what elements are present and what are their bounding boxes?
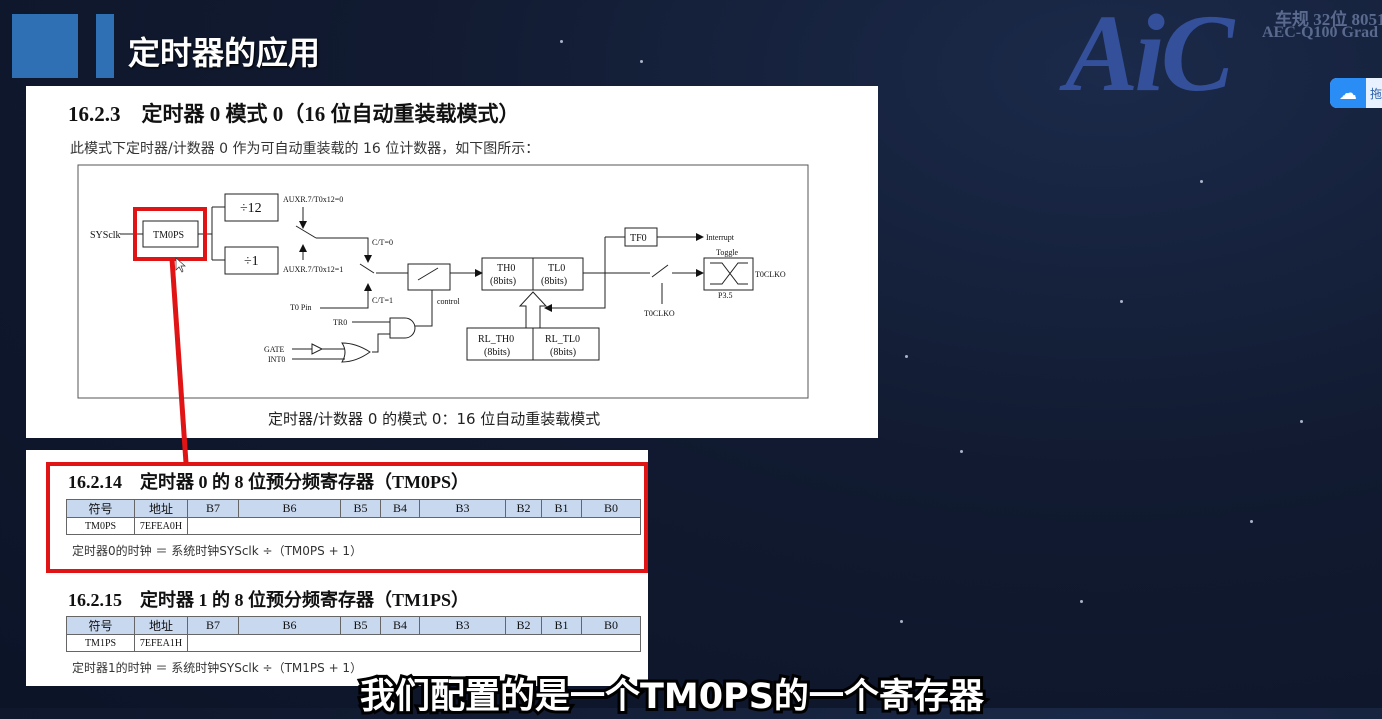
tm1ps-heading: 16.2.15 定时器 1 的 8 位预分频寄存器（TM1PS） [68, 590, 469, 610]
t0clko-switch [651, 264, 669, 278]
label-rl-th0: RL_TH0 [478, 334, 514, 345]
label-t0pin: T0 Pin [290, 303, 312, 312]
prescale-switch [295, 225, 317, 239]
label-bits: (8bits) [550, 347, 576, 358]
video-subtitle: 我们配置的是一个TM0PS的一个寄存器 [357, 674, 987, 719]
label-auxr0: AUXR.7/T0x12=0 [283, 195, 343, 204]
col-address: 地址 [134, 499, 188, 518]
tm0ps-heading: 16.2.14 定时器 0 的 8 位预分频寄存器（TM0PS） [68, 472, 469, 492]
col-b6: B6 [238, 616, 341, 635]
mouse-cursor-icon [175, 257, 186, 273]
doc-page-mode0: 16.2.3 定时器 0 模式 0（16 位自动重装载模式） 此模式下定时器/计… [26, 86, 878, 438]
col-b5: B5 [340, 616, 381, 635]
label-ct0: C/T=0 [372, 238, 393, 247]
col-b4: B4 [380, 499, 420, 518]
slide-logo-bar [96, 14, 114, 78]
tm0ps-section-highlight-box [46, 462, 648, 573]
slide-logo-block [12, 14, 78, 78]
div1-block [224, 246, 279, 275]
label-tr0: TR0 [333, 318, 347, 327]
col-symbol: 符号 [66, 499, 135, 518]
tm0ps-highlight-box [133, 207, 207, 261]
label-tm0ps: TM0PS [153, 230, 184, 241]
label-gate: GATE [264, 345, 285, 354]
toggle-block [703, 257, 754, 291]
label-toggle: Toggle [716, 248, 739, 257]
tm1ps-formula: 定时器1的时钟 ＝ 系统时钟SYSclk ÷（TM1PS + 1） [72, 661, 363, 675]
brand-line-2: AEC-Q100 Grad [1262, 24, 1378, 41]
col-symbol: 符号 [66, 616, 135, 635]
label-div12: ÷12 [240, 201, 262, 216]
label-auxr1: AUXR.7/T0x12=1 [283, 265, 343, 274]
baidu-netdisk-button[interactable]: ☁ 拖 [1330, 78, 1382, 108]
control-switch [407, 263, 451, 291]
section-heading: 16.2.3 定时器 0 模式 0（16 位自动重装载模式） [68, 102, 520, 126]
label-ct1: C/T=1 [372, 296, 393, 305]
section-description: 此模式下定时器/计数器 0 作为可自动重装载的 16 位计数器，如下图所示： [70, 141, 540, 157]
or-gate [341, 342, 371, 363]
col-b1: B1 [541, 616, 582, 635]
label-bits: (8bits) [484, 347, 510, 358]
div12-block [224, 193, 279, 222]
baidu-button-label: 拖 [1370, 87, 1382, 101]
ct-switch [359, 263, 375, 274]
label-div1: ÷1 [244, 254, 259, 269]
brand-logo: AiC [1065, 0, 1234, 114]
diagram-caption: 定时器/计数器 0 的模式 0：16 位自动重装载模式 [268, 410, 601, 428]
baidu-netdisk-icon: ☁ [1330, 78, 1366, 108]
label-sysclk: SYSclk [90, 230, 121, 241]
annotation-connector-line [169, 258, 189, 464]
label-tl0: TL0 [548, 263, 565, 274]
register-bits [187, 517, 641, 535]
label-rl-tl0: RL_TL0 [545, 334, 580, 345]
col-b0: B0 [581, 499, 641, 518]
col-b7: B7 [187, 616, 239, 635]
diagram-frame [77, 164, 809, 399]
col-b2: B2 [505, 616, 542, 635]
label-control: control [437, 297, 460, 306]
label-p35: P3.5 [718, 291, 732, 300]
label-t0clko-out: T0CLKO [755, 270, 786, 279]
register-bits [187, 634, 641, 652]
label-bits: (8bits) [490, 276, 516, 287]
and-gate [389, 317, 416, 339]
label-tf0: TF0 [630, 233, 647, 244]
label-int0: INT0 [268, 355, 285, 364]
col-b6: B6 [238, 499, 341, 518]
label-t0clko-ctrl: T0CLKO [644, 309, 675, 318]
col-b7: B7 [187, 499, 239, 518]
label-th0: TH0 [497, 263, 515, 274]
slide-title: 定时器的应用 [128, 34, 321, 72]
brand-line-1: 车规 32位 8051 [1275, 10, 1382, 29]
tm0ps-formula: 定时器0的时钟 ＝ 系统时钟SYSclk ÷（TM0PS + 1） [72, 544, 363, 558]
label-bits: (8bits) [541, 276, 567, 287]
label-interrupt: Interrupt [706, 233, 735, 242]
